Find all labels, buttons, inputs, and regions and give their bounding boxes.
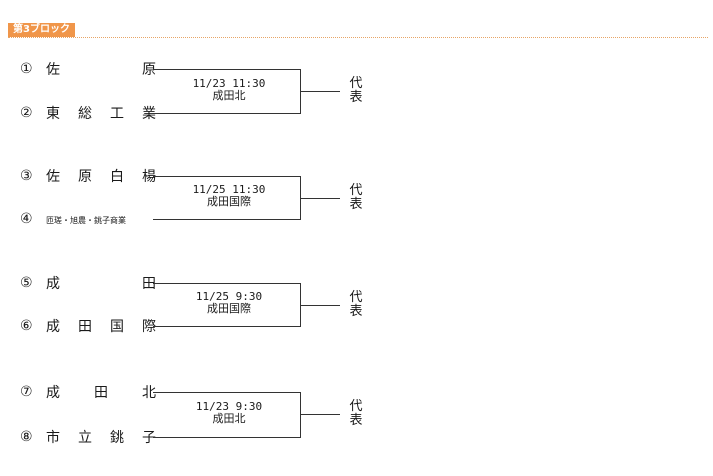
- team-name-char: 田: [78, 319, 92, 335]
- team-name-char: 北: [142, 385, 156, 401]
- bracket-line-bottom: [153, 113, 300, 114]
- team-7: ⑦ 成 田 北: [20, 382, 160, 402]
- winner-label-char: 代: [349, 290, 363, 305]
- team-name: 匝瑳・旭農・銚子商業: [46, 215, 126, 225]
- match-info: 11/25 9:30 成田国際: [158, 291, 300, 315]
- bracket-line-out: [300, 91, 340, 92]
- match-time: 11/25 11:30: [192, 183, 266, 196]
- winner-label-char: 表: [349, 90, 363, 105]
- bracket-line-out: [300, 414, 340, 415]
- bracket-line-top: [153, 392, 300, 393]
- team-name: 成 田 北: [46, 382, 160, 402]
- team-number: ⑦: [20, 384, 33, 400]
- team-name: 佐 原 白 楊: [46, 166, 160, 186]
- bracket-line-bottom: [153, 219, 300, 220]
- winner-label-char: 代: [349, 76, 363, 91]
- team-name-char: 際: [142, 319, 156, 335]
- team-3: ③ 佐 原 白 楊: [20, 166, 160, 186]
- match-time: 11/23 11:30: [192, 77, 266, 90]
- bracket-line-top: [153, 283, 300, 284]
- team-name-char: 東: [46, 106, 60, 122]
- team-number: ⑧: [20, 429, 33, 445]
- team-name-char: 楊: [142, 169, 156, 185]
- bracket-line-bottom: [153, 437, 300, 438]
- team-name-char: 成: [46, 385, 60, 401]
- team-5: ⑤ 成 田: [20, 273, 160, 293]
- team-number: ③: [20, 168, 33, 184]
- winner-label-char: 代: [349, 399, 363, 414]
- team-name: 成 田: [46, 273, 160, 293]
- match-venue: 成田北: [212, 412, 246, 425]
- block-header: 第3ブロック: [8, 23, 708, 38]
- winner-label-char: 表: [349, 413, 363, 428]
- winner-label: 代 表: [348, 77, 364, 105]
- team-name-char: 子: [142, 430, 156, 446]
- team-4: ④ 匝瑳・旭農・銚子商業: [20, 209, 160, 229]
- team-name-char: 工: [110, 106, 124, 122]
- team-number: ⑤: [20, 275, 33, 291]
- team-2: ② 東 総 工 業: [20, 103, 160, 123]
- team-1: ① 佐 原: [20, 59, 160, 79]
- bracket-line-top: [153, 69, 300, 70]
- team-name-char: 市: [46, 430, 60, 446]
- bracket-line-out: [300, 305, 340, 306]
- winner-label-char: 表: [349, 197, 363, 212]
- match-info: 11/23 11:30 成田北: [158, 78, 300, 102]
- team-number: ④: [20, 211, 33, 227]
- team-number: ⑥: [20, 318, 33, 334]
- team-8: ⑧ 市 立 銚 子: [20, 427, 160, 447]
- team-name-char: 国: [110, 319, 124, 335]
- team-name: 成 田 国 際: [46, 316, 160, 336]
- team-number: ②: [20, 105, 33, 121]
- winner-label-char: 表: [349, 304, 363, 319]
- winner-label-char: 代: [349, 183, 363, 198]
- team-name-char: 立: [78, 430, 92, 446]
- block-title: 第3ブロック: [8, 23, 75, 37]
- team-name-char: 原: [78, 169, 92, 185]
- team-name-char: 銚: [110, 430, 124, 446]
- team-name-char: 業: [142, 106, 156, 122]
- team-name-char: 白: [110, 169, 124, 185]
- block-divider: [8, 37, 708, 38]
- bracket-line-bottom: [153, 326, 300, 327]
- team-6: ⑥ 成 田 国 際: [20, 316, 160, 336]
- team-name-char: 成: [46, 319, 60, 335]
- match-time: 11/23 9:30: [195, 400, 263, 413]
- team-name: 佐 原: [46, 59, 160, 79]
- match-time: 11/25 9:30: [195, 290, 263, 303]
- team-name-char: 原: [142, 62, 156, 78]
- team-name-char: 総: [78, 106, 92, 122]
- winner-label: 代 表: [348, 184, 364, 212]
- team-name: 東 総 工 業: [46, 103, 160, 123]
- team-name: 市 立 銚 子: [46, 427, 160, 447]
- team-name-char: 田: [94, 385, 108, 401]
- match-info: 11/25 11:30 成田国際: [158, 184, 300, 208]
- team-name-char: 田: [142, 276, 156, 292]
- bracket-line-out: [300, 198, 340, 199]
- bracket-line-join: [300, 392, 301, 438]
- team-number: ①: [20, 61, 33, 77]
- team-name-char: 佐: [46, 169, 60, 185]
- team-name-char: 成: [46, 276, 60, 292]
- winner-label: 代 表: [348, 400, 364, 428]
- match-venue: 成田国際: [207, 195, 251, 208]
- winner-label: 代 表: [348, 291, 364, 319]
- bracket-line-top: [153, 176, 300, 177]
- match-info: 11/23 9:30 成田北: [158, 401, 300, 425]
- match-venue: 成田北: [212, 89, 246, 102]
- team-name-char: 佐: [46, 62, 60, 78]
- match-venue: 成田国際: [207, 302, 251, 315]
